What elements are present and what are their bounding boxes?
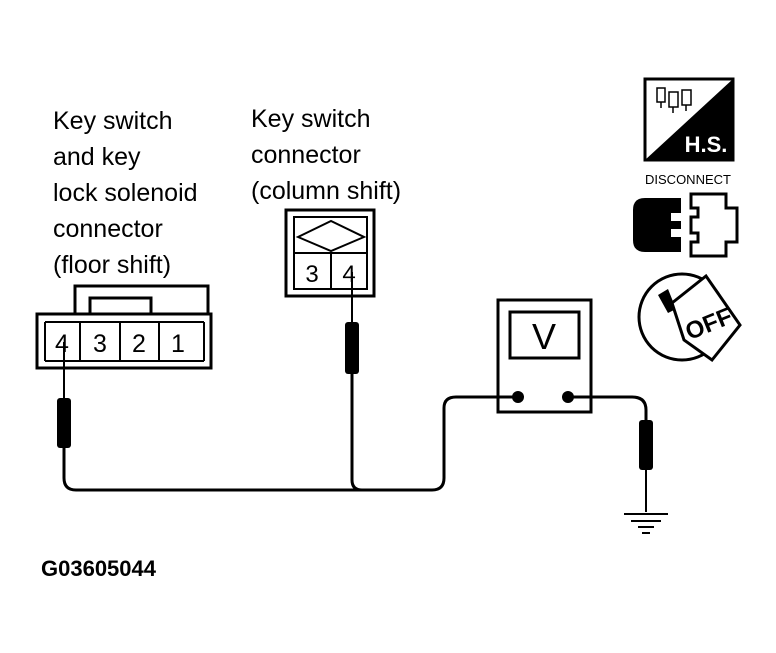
probe-column-pin4 — [345, 272, 359, 374]
probe-floor-pin4 — [57, 342, 71, 448]
label-line: Key switch — [251, 105, 371, 133]
label-line: (floor shift) — [53, 251, 172, 279]
column-shift-connector: 3 4 — [284, 208, 376, 298]
voltmeter-symbol: V — [532, 316, 556, 357]
pin-label: 1 — [171, 330, 185, 358]
pin-label: 4 — [342, 261, 355, 288]
label-line: lock solenoid — [53, 179, 198, 207]
floor-shift-connector-label: Key switch and key lock solenoid connect… — [53, 103, 198, 283]
label-line: and key — [53, 143, 141, 171]
disconnect-text: DISCONNECT — [645, 172, 731, 187]
voltmeter: V — [496, 298, 593, 414]
pin-label: 2 — [132, 330, 146, 358]
label-line: Key switch — [53, 107, 173, 135]
label-line: connector — [251, 141, 361, 169]
ignition-off-icon: OFF — [637, 272, 742, 363]
floor-shift-connector: 4 3 2 1 — [35, 284, 213, 370]
pin-label: 3 — [305, 261, 318, 288]
ground-symbol — [624, 513, 668, 534]
disconnect-icon: DISCONNECT — [633, 172, 739, 258]
probe-ground — [639, 420, 653, 512]
lead-wires — [62, 374, 648, 492]
pin-label: 3 — [93, 330, 107, 358]
harness-sign-icon: H.S. — [643, 77, 735, 162]
label-line: connector — [53, 215, 163, 243]
pin-label: 4 — [55, 330, 69, 358]
label-line: (column shift) — [251, 177, 402, 205]
column-shift-connector-label: Key switch connector (column shift) — [251, 101, 401, 209]
figure-id: G03605044 — [41, 556, 156, 581]
hs-text: H.S. — [685, 132, 728, 157]
